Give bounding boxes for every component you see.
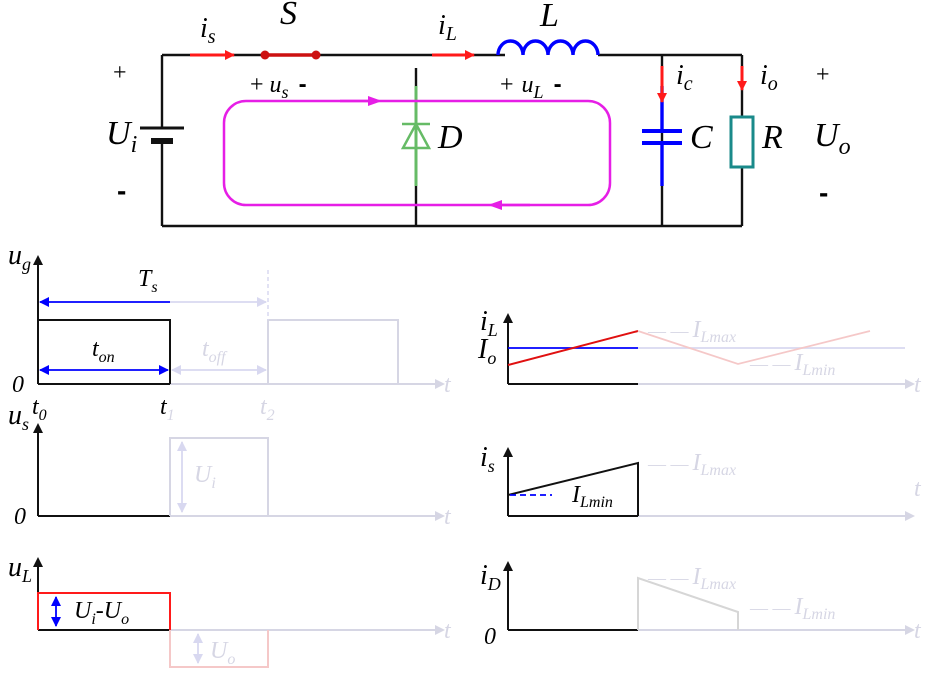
us-plot: us 0 t Ui bbox=[8, 400, 452, 530]
input-voltage-label: Ui bbox=[106, 115, 137, 158]
iD-t-label: t bbox=[914, 618, 922, 644]
toff-label: toff bbox=[202, 336, 228, 366]
iL-label: iL bbox=[438, 10, 457, 45]
input-minus: - bbox=[117, 175, 126, 206]
ug-t-label: t bbox=[444, 372, 452, 398]
inductor-label: L bbox=[539, 0, 559, 34]
input-plus: + bbox=[113, 60, 127, 86]
uL-level-label: Ui-Uo bbox=[74, 598, 129, 628]
ug-zero: 0 bbox=[12, 372, 24, 398]
output-plus: + bbox=[816, 62, 830, 88]
uL-t-label: t bbox=[444, 618, 452, 644]
is-max-label: — —ILmax bbox=[647, 450, 736, 479]
iD-plot: iD 0 — —ILmax — —ILmin t bbox=[480, 560, 922, 650]
us-zero: 0 bbox=[14, 504, 26, 530]
current-loop bbox=[222, 96, 612, 210]
output-minus: - bbox=[819, 177, 828, 208]
us-axis-label: us bbox=[8, 400, 29, 434]
us-level-label: Ui bbox=[194, 462, 216, 492]
iD-zero: 0 bbox=[484, 624, 496, 650]
capacitor-label: C bbox=[690, 119, 713, 156]
ton-label: ton bbox=[92, 336, 115, 366]
Io-label: Io bbox=[477, 334, 496, 368]
uL-neg-label: Uo bbox=[210, 638, 235, 668]
is-plot: is — —ILmax ILmin t bbox=[480, 442, 922, 521]
circuit: is S iL L +us- +uL- ic io + Ui - D C R +… bbox=[106, 0, 851, 228]
iL-min-label: — —ILmin bbox=[749, 350, 835, 379]
iL-plot: iL Io — —ILmax — —ILmin t bbox=[477, 306, 922, 398]
us-label: +us- bbox=[250, 71, 307, 102]
iD-min-label: — —ILmin bbox=[749, 594, 835, 623]
iD-axis-label: iD bbox=[480, 560, 501, 594]
io-label: io bbox=[760, 60, 778, 95]
iD-max-label: — —ILmax bbox=[647, 564, 736, 593]
diode-symbol bbox=[400, 86, 432, 186]
t1-label: t1 bbox=[160, 394, 175, 424]
battery-symbol bbox=[140, 126, 184, 144]
is-min-label: ILmin bbox=[571, 482, 613, 511]
uL-plot: uL Ui-Uo Uo t bbox=[8, 552, 452, 668]
is-t-label: t bbox=[914, 476, 922, 502]
output-voltage-label: Uo bbox=[814, 117, 851, 160]
ic-label: ic bbox=[676, 60, 693, 95]
uL-label: +uL- bbox=[500, 71, 562, 102]
is-label: is bbox=[200, 13, 216, 48]
us-t-label: t bbox=[444, 504, 452, 530]
resistor-label: R bbox=[761, 119, 783, 156]
switch-label: S bbox=[280, 0, 297, 32]
t0-label: t0 bbox=[32, 394, 47, 424]
iL-axis-label: iL bbox=[480, 306, 498, 340]
is-axis-label: is bbox=[480, 442, 495, 476]
Ts-label: Ts bbox=[138, 266, 158, 296]
iL-t-label: t bbox=[914, 372, 922, 398]
diode-label: D bbox=[437, 119, 463, 156]
inductor-symbol bbox=[496, 39, 600, 56]
uL-axis-label: uL bbox=[8, 552, 32, 586]
switch-symbol bbox=[260, 50, 321, 60]
t2-label: t2 bbox=[260, 394, 275, 424]
ug-plot: ug Ts ton toff 0 t t0 t1 t2 bbox=[8, 240, 452, 424]
resistor-symbol bbox=[729, 115, 755, 169]
iL-max-label: — —ILmax bbox=[647, 317, 736, 346]
ug-axis-label: ug bbox=[8, 240, 31, 274]
